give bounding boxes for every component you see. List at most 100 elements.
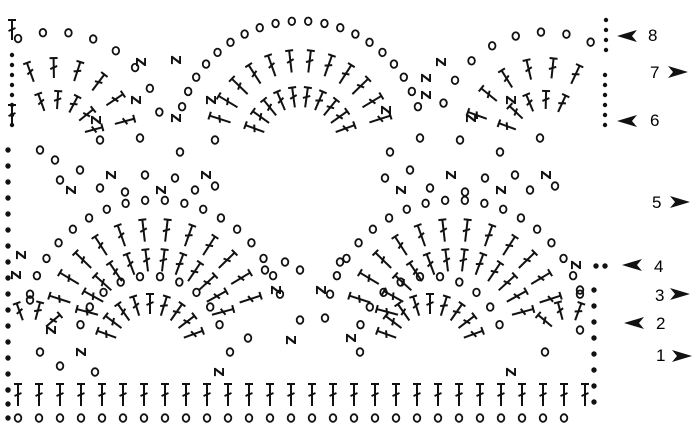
double-crochet bbox=[245, 383, 253, 406]
chain-stitch bbox=[575, 289, 585, 299]
slip-stitch-dot bbox=[5, 371, 11, 377]
double-crochet bbox=[574, 301, 586, 321]
chain-stitch bbox=[90, 367, 100, 377]
chain-stitch bbox=[255, 23, 264, 33]
double-crochet bbox=[211, 304, 236, 316]
double-crochet bbox=[202, 233, 219, 256]
slip-stitch-dot bbox=[591, 303, 597, 309]
slip-stitch-dot bbox=[5, 323, 11, 329]
cluster-stitch: Z bbox=[377, 105, 392, 114]
double-crochet bbox=[91, 71, 109, 92]
double-crochet bbox=[8, 19, 16, 40]
chain-stitch bbox=[295, 315, 305, 325]
double-crochet bbox=[462, 218, 472, 242]
slip-stitch-dot bbox=[602, 92, 608, 98]
chain-stitch bbox=[460, 195, 470, 206]
double-crochet bbox=[391, 233, 408, 256]
double-crochet bbox=[169, 301, 186, 322]
slip-stitch-dot bbox=[593, 263, 599, 269]
slip-stitch-dot bbox=[5, 415, 11, 421]
double-crochet bbox=[392, 383, 400, 406]
double-crochet bbox=[371, 383, 379, 406]
double-crochet bbox=[394, 301, 411, 322]
double-crochet bbox=[228, 75, 249, 95]
chain-stitch bbox=[175, 147, 185, 157]
chain-stitch bbox=[68, 224, 78, 234]
double-crochet bbox=[138, 218, 148, 242]
double-crochet bbox=[162, 218, 172, 242]
double-crochet bbox=[78, 105, 97, 122]
chain-stitch bbox=[192, 287, 201, 298]
chain-stitch bbox=[55, 413, 65, 423]
row-arrow bbox=[617, 30, 637, 42]
chain-stitch bbox=[13, 33, 23, 44]
double-crochet bbox=[206, 287, 229, 303]
chain-stitch bbox=[76, 319, 85, 330]
double-crochet bbox=[548, 57, 558, 79]
double-crochet bbox=[49, 56, 58, 79]
double-crochet bbox=[413, 223, 427, 247]
double-crochet bbox=[553, 300, 564, 320]
row-label-3: 3 bbox=[655, 286, 665, 305]
chain-stitch bbox=[354, 238, 363, 248]
double-crochet bbox=[371, 249, 392, 269]
double-crochet bbox=[351, 75, 372, 95]
chain-stitch bbox=[170, 173, 180, 183]
chain-stitch bbox=[76, 413, 86, 423]
chain-stitch bbox=[336, 23, 345, 33]
chain-stitch bbox=[575, 285, 585, 295]
chain-stitch bbox=[487, 41, 497, 51]
chain-stitch bbox=[210, 135, 220, 145]
cluster-stitch: Z bbox=[312, 285, 327, 294]
chain-stitch bbox=[135, 271, 145, 282]
chain-stitch bbox=[460, 187, 470, 197]
chain-stitch bbox=[351, 29, 360, 39]
double-crochet bbox=[177, 312, 198, 329]
double-crochet bbox=[455, 383, 463, 406]
double-crochet bbox=[95, 326, 117, 339]
chain-stitch bbox=[467, 56, 476, 66]
slip-stitch-dot bbox=[603, 47, 609, 53]
chain-stitch bbox=[495, 319, 504, 330]
double-crochet bbox=[141, 248, 151, 272]
double-crochet bbox=[534, 311, 553, 328]
chain-stitch bbox=[180, 198, 189, 209]
cluster-stitch: Z bbox=[267, 285, 282, 294]
chain-stitch bbox=[516, 213, 526, 223]
chain-stitch bbox=[190, 185, 200, 195]
chain-stitch bbox=[181, 413, 191, 423]
double-crochet bbox=[68, 93, 82, 113]
double-crochet bbox=[35, 383, 43, 406]
double-crochet bbox=[259, 96, 277, 117]
double-crochet bbox=[140, 383, 148, 406]
chain-stitch bbox=[84, 213, 94, 223]
chain-stitch bbox=[365, 302, 374, 312]
double-crochet bbox=[114, 301, 131, 322]
chain-stitch bbox=[226, 37, 235, 48]
chain-stitch bbox=[413, 101, 423, 112]
double-crochet bbox=[375, 326, 397, 339]
chain-stitch bbox=[355, 347, 365, 357]
cluster-stitch: Z bbox=[492, 185, 507, 194]
double-crochet bbox=[302, 86, 312, 108]
chain-stitch bbox=[480, 198, 489, 209]
double-crochet bbox=[496, 119, 517, 131]
double-crochet bbox=[502, 233, 519, 256]
slip-stitch-dot bbox=[5, 163, 11, 169]
chain-stitch bbox=[370, 413, 380, 423]
cluster-stitch: Z bbox=[567, 260, 582, 269]
double-crochet bbox=[105, 259, 123, 282]
cluster-stitch: Z bbox=[102, 170, 117, 179]
double-crochet bbox=[8, 104, 16, 125]
double-crochet bbox=[357, 268, 380, 285]
double-crochet bbox=[439, 294, 451, 316]
double-crochet bbox=[506, 102, 524, 120]
double-crochet bbox=[487, 259, 505, 282]
slip-stitch-dot bbox=[602, 72, 608, 78]
double-crochet bbox=[266, 383, 274, 406]
chain-stitch bbox=[287, 16, 297, 26]
double-crochet bbox=[518, 249, 539, 269]
chain-stitch bbox=[405, 165, 415, 175]
double-crochet bbox=[335, 121, 357, 133]
